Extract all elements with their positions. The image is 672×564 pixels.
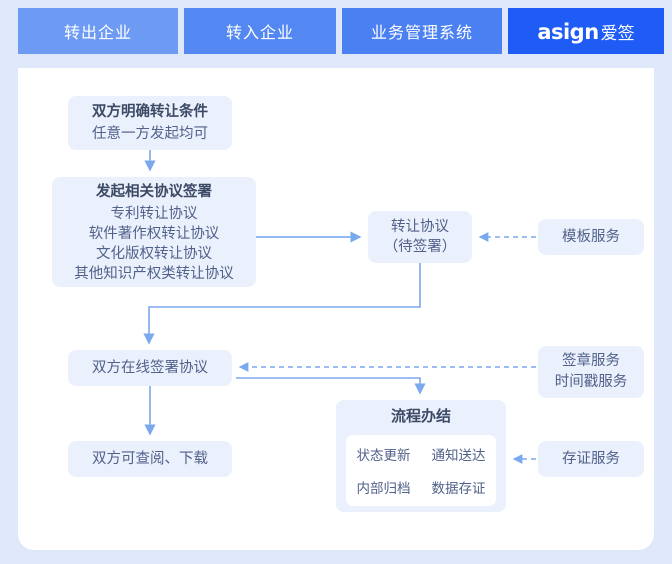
tab-label: 转出企业 [63, 25, 132, 42]
node-online-signing[interactable]: 双方在线签署协议 [68, 350, 232, 386]
node-evidence-service[interactable]: 存证服务 [538, 441, 644, 477]
process-complete-items: 状态更新 通知送达 内部归档 数据存证 [346, 435, 496, 506]
node-title: 流程办结 [390, 408, 451, 425]
node-line: 双方在线签署协议 [92, 360, 208, 376]
node-line: 转让协议 [391, 219, 449, 235]
node-line: 其他知识产权类转让协议 [74, 265, 234, 282]
node-template-service[interactable]: 模板服务 [538, 219, 644, 255]
item-notification: 通知送达 [431, 448, 486, 463]
asign-logo: asign 爱签 [537, 19, 634, 44]
node-line: 签章服务 [562, 353, 620, 369]
item-internal-filing: 内部归档 [356, 481, 411, 496]
item-status-update: 状态更新 [356, 448, 411, 463]
node-transfer-agreement-pending[interactable]: 转让协议 （待签署） [368, 211, 472, 263]
tab-label: 业务管理系统 [370, 25, 473, 42]
node-line: 时间戳服务 [554, 374, 628, 390]
node-line: 存证服务 [562, 451, 620, 467]
node-line: （待签署） [383, 239, 457, 255]
node-line: 任意一方发起均可 [92, 126, 208, 142]
node-line: 模板服务 [562, 229, 620, 245]
tab-label: 转入企业 [225, 25, 294, 42]
node-transfer-terms[interactable]: 双方明确转让条件 任意一方发起均可 [68, 96, 232, 150]
node-line: 软件著作权转让协议 [88, 225, 220, 242]
node-line: 双方可查阅、下载 [92, 451, 208, 467]
tab-transfer-in[interactable]: 转入企业 [184, 8, 336, 54]
node-title: 双方明确转让条件 [92, 104, 208, 120]
item-data-evidence: 数据存证 [431, 481, 486, 496]
tab-brand-asign[interactable]: asign 爱签 [508, 8, 664, 54]
tab-bar: 转出企业 转入企业 业务管理系统 asign 爱签 [0, 0, 672, 62]
tab-business-system[interactable]: 业务管理系统 [342, 8, 502, 54]
tab-transfer-out[interactable]: 转出企业 [18, 8, 178, 54]
logo-chinese-name: 爱签 [600, 23, 635, 43]
node-line: 专利转让协议 [110, 205, 198, 222]
logo-wordmark: asign [537, 19, 599, 44]
node-line: 文化版权转让协议 [96, 245, 212, 262]
node-seal-timestamp-service[interactable]: 签章服务 时间戳服务 [538, 346, 644, 398]
node-view-download[interactable]: 双方可查阅、下载 [68, 441, 232, 477]
node-title: 发起相关协议签署 [96, 183, 212, 200]
node-initiate-agreements[interactable]: 发起相关协议签署 专利转让协议 软件著作权转让协议 文化版权转让协议 其他知识产… [52, 177, 256, 287]
node-process-complete[interactable]: 流程办结 状态更新 通知送达 内部归档 数据存证 [336, 400, 506, 512]
